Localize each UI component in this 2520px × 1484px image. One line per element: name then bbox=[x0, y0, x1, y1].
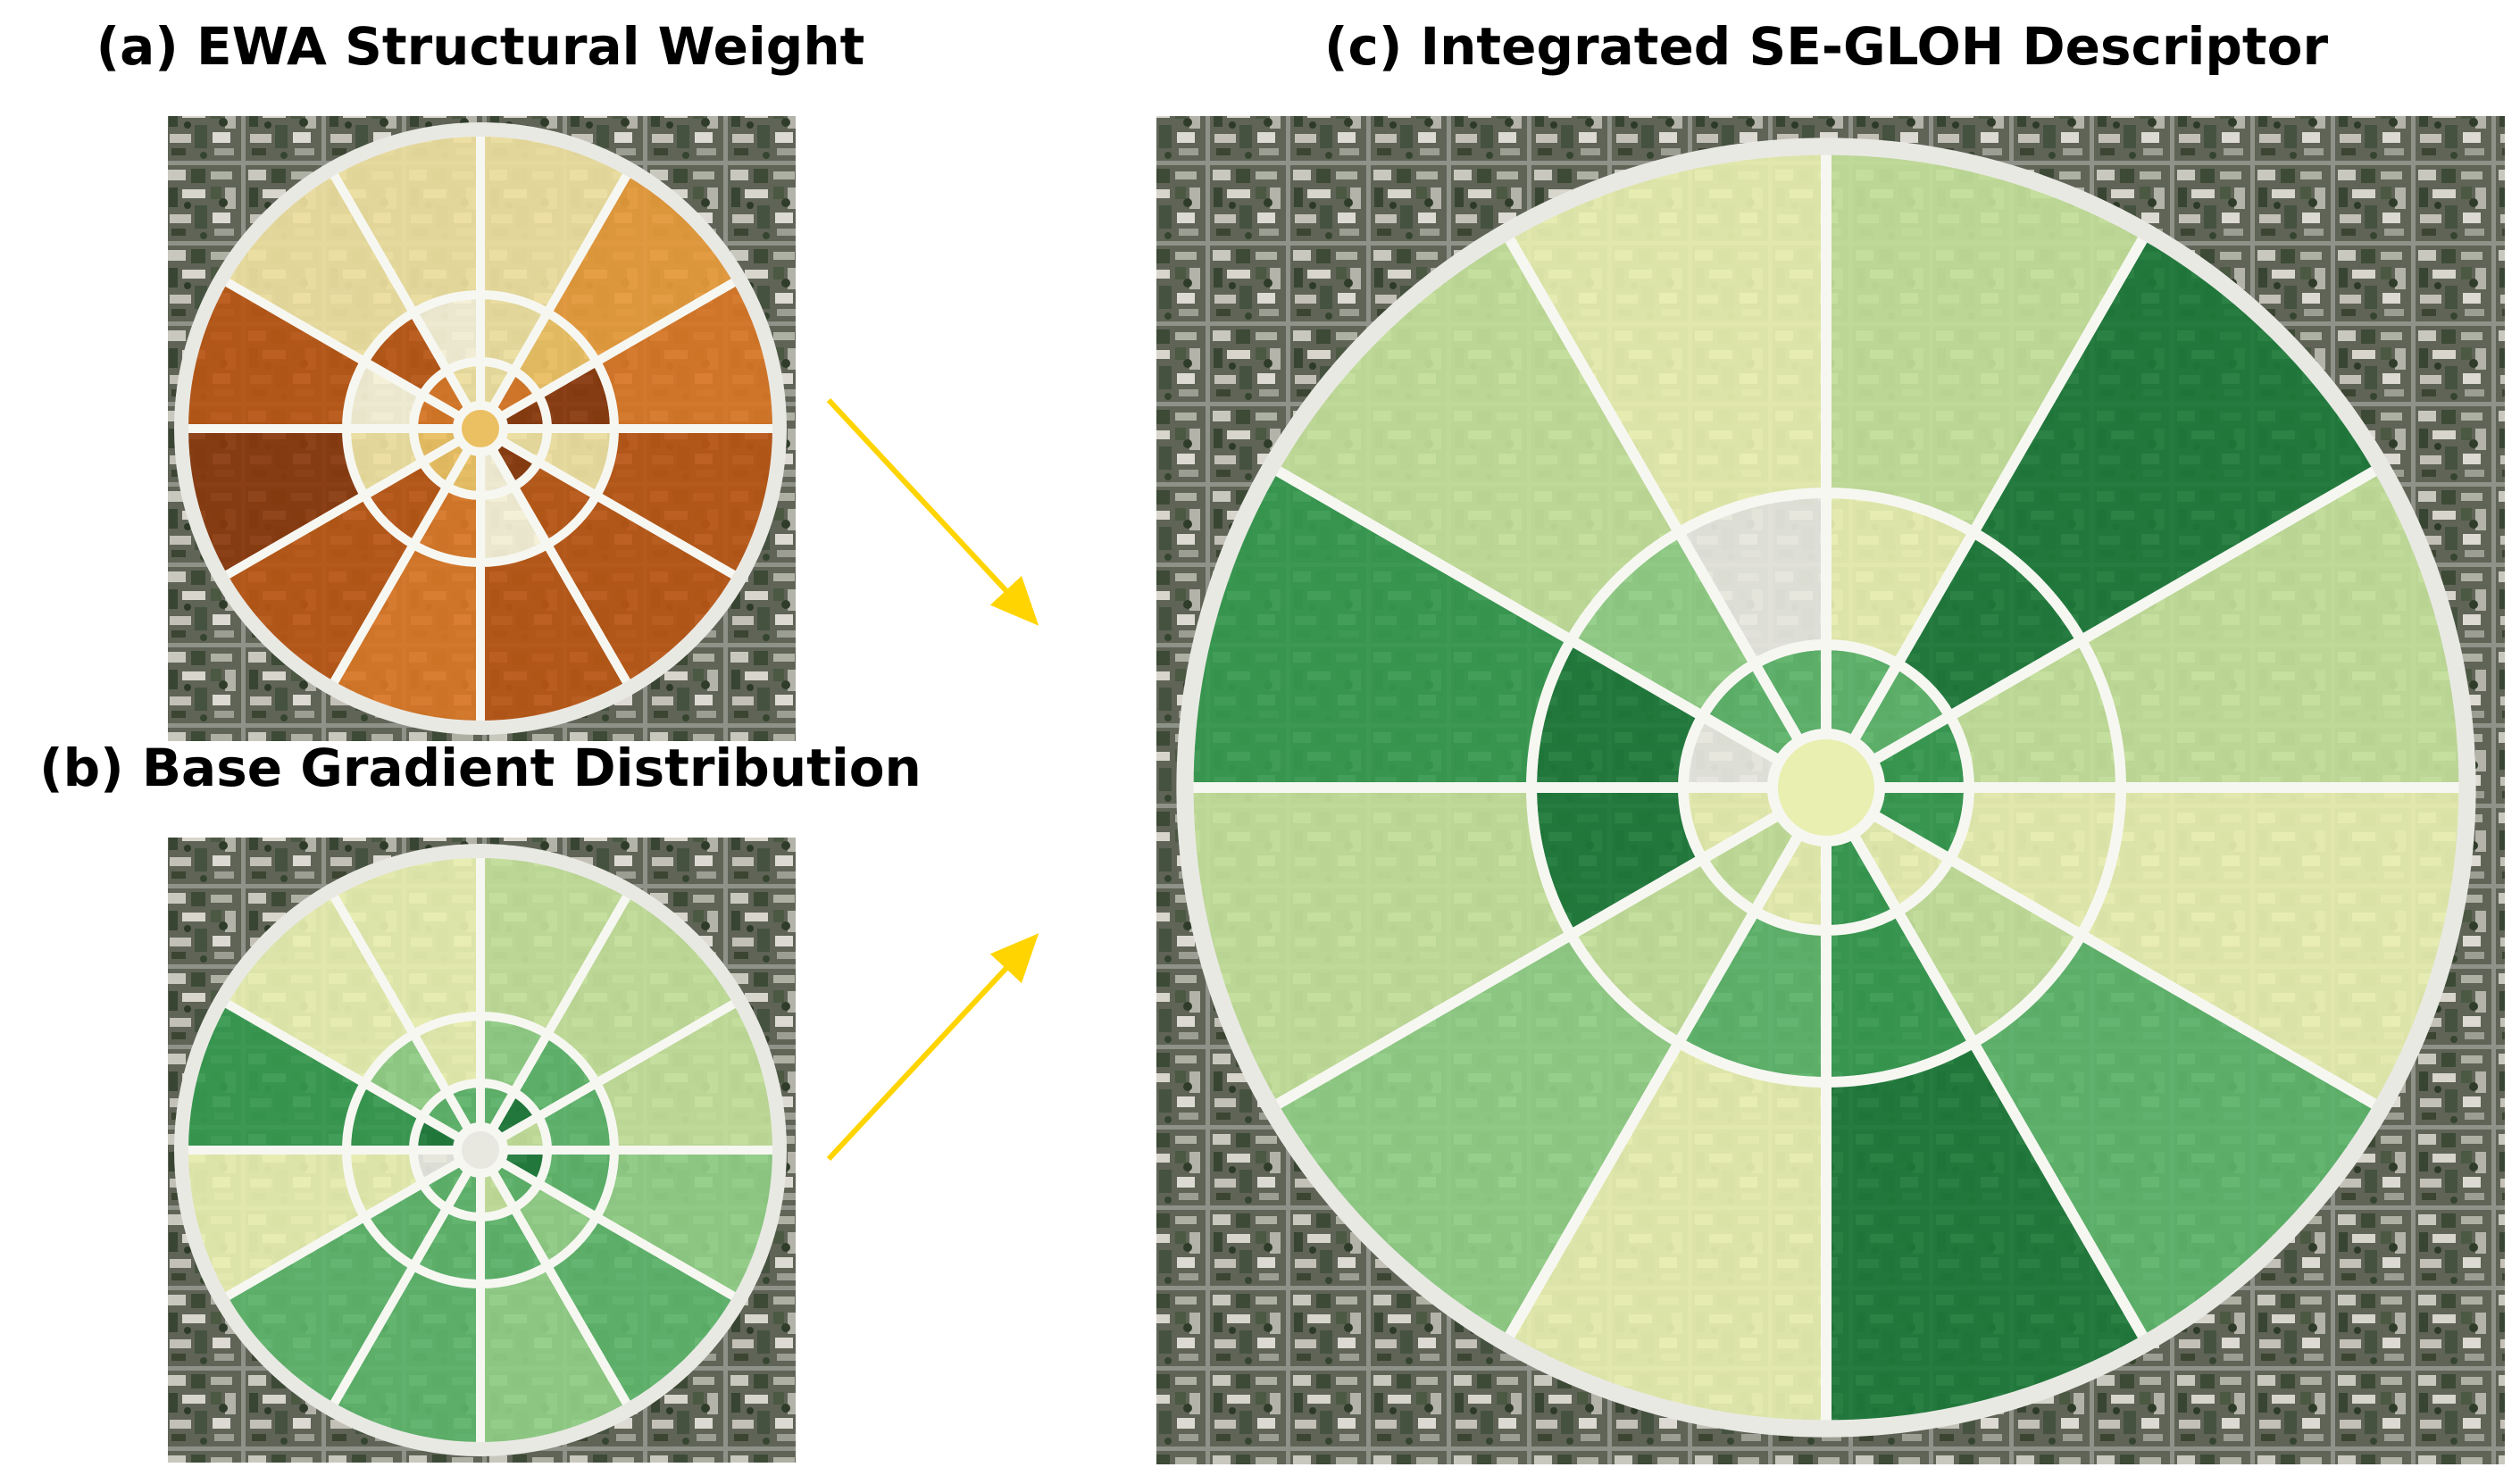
panel-b-descriptor bbox=[174, 844, 787, 1456]
panel-c-title: (c) Integrated SE-GLOH Descriptor bbox=[1324, 16, 2329, 77]
panel-b bbox=[168, 838, 796, 1463]
panel-a-title: (a) EWA Structural Weight bbox=[96, 16, 865, 77]
arrows bbox=[826, 397, 1039, 1162]
panel-b-outer-rim bbox=[174, 844, 787, 1456]
panel-b-title: (b) Base Gradient Distribution bbox=[39, 738, 922, 798]
arrow-a-to-c bbox=[826, 397, 1039, 626]
panel-c-center-bin bbox=[1767, 729, 1885, 846]
panel-c-descriptor bbox=[1176, 138, 2476, 1438]
panel-a bbox=[168, 116, 796, 741]
panel-c bbox=[1156, 116, 2505, 1464]
panel-a-outer-rim bbox=[174, 122, 787, 735]
panel-a-center-bin bbox=[453, 401, 508, 456]
panel-b-center-bin bbox=[453, 1122, 508, 1178]
panel-c-outer-rim bbox=[1176, 138, 2476, 1438]
panel-a-descriptor bbox=[174, 122, 787, 735]
arrow-b-to-c bbox=[826, 933, 1039, 1162]
